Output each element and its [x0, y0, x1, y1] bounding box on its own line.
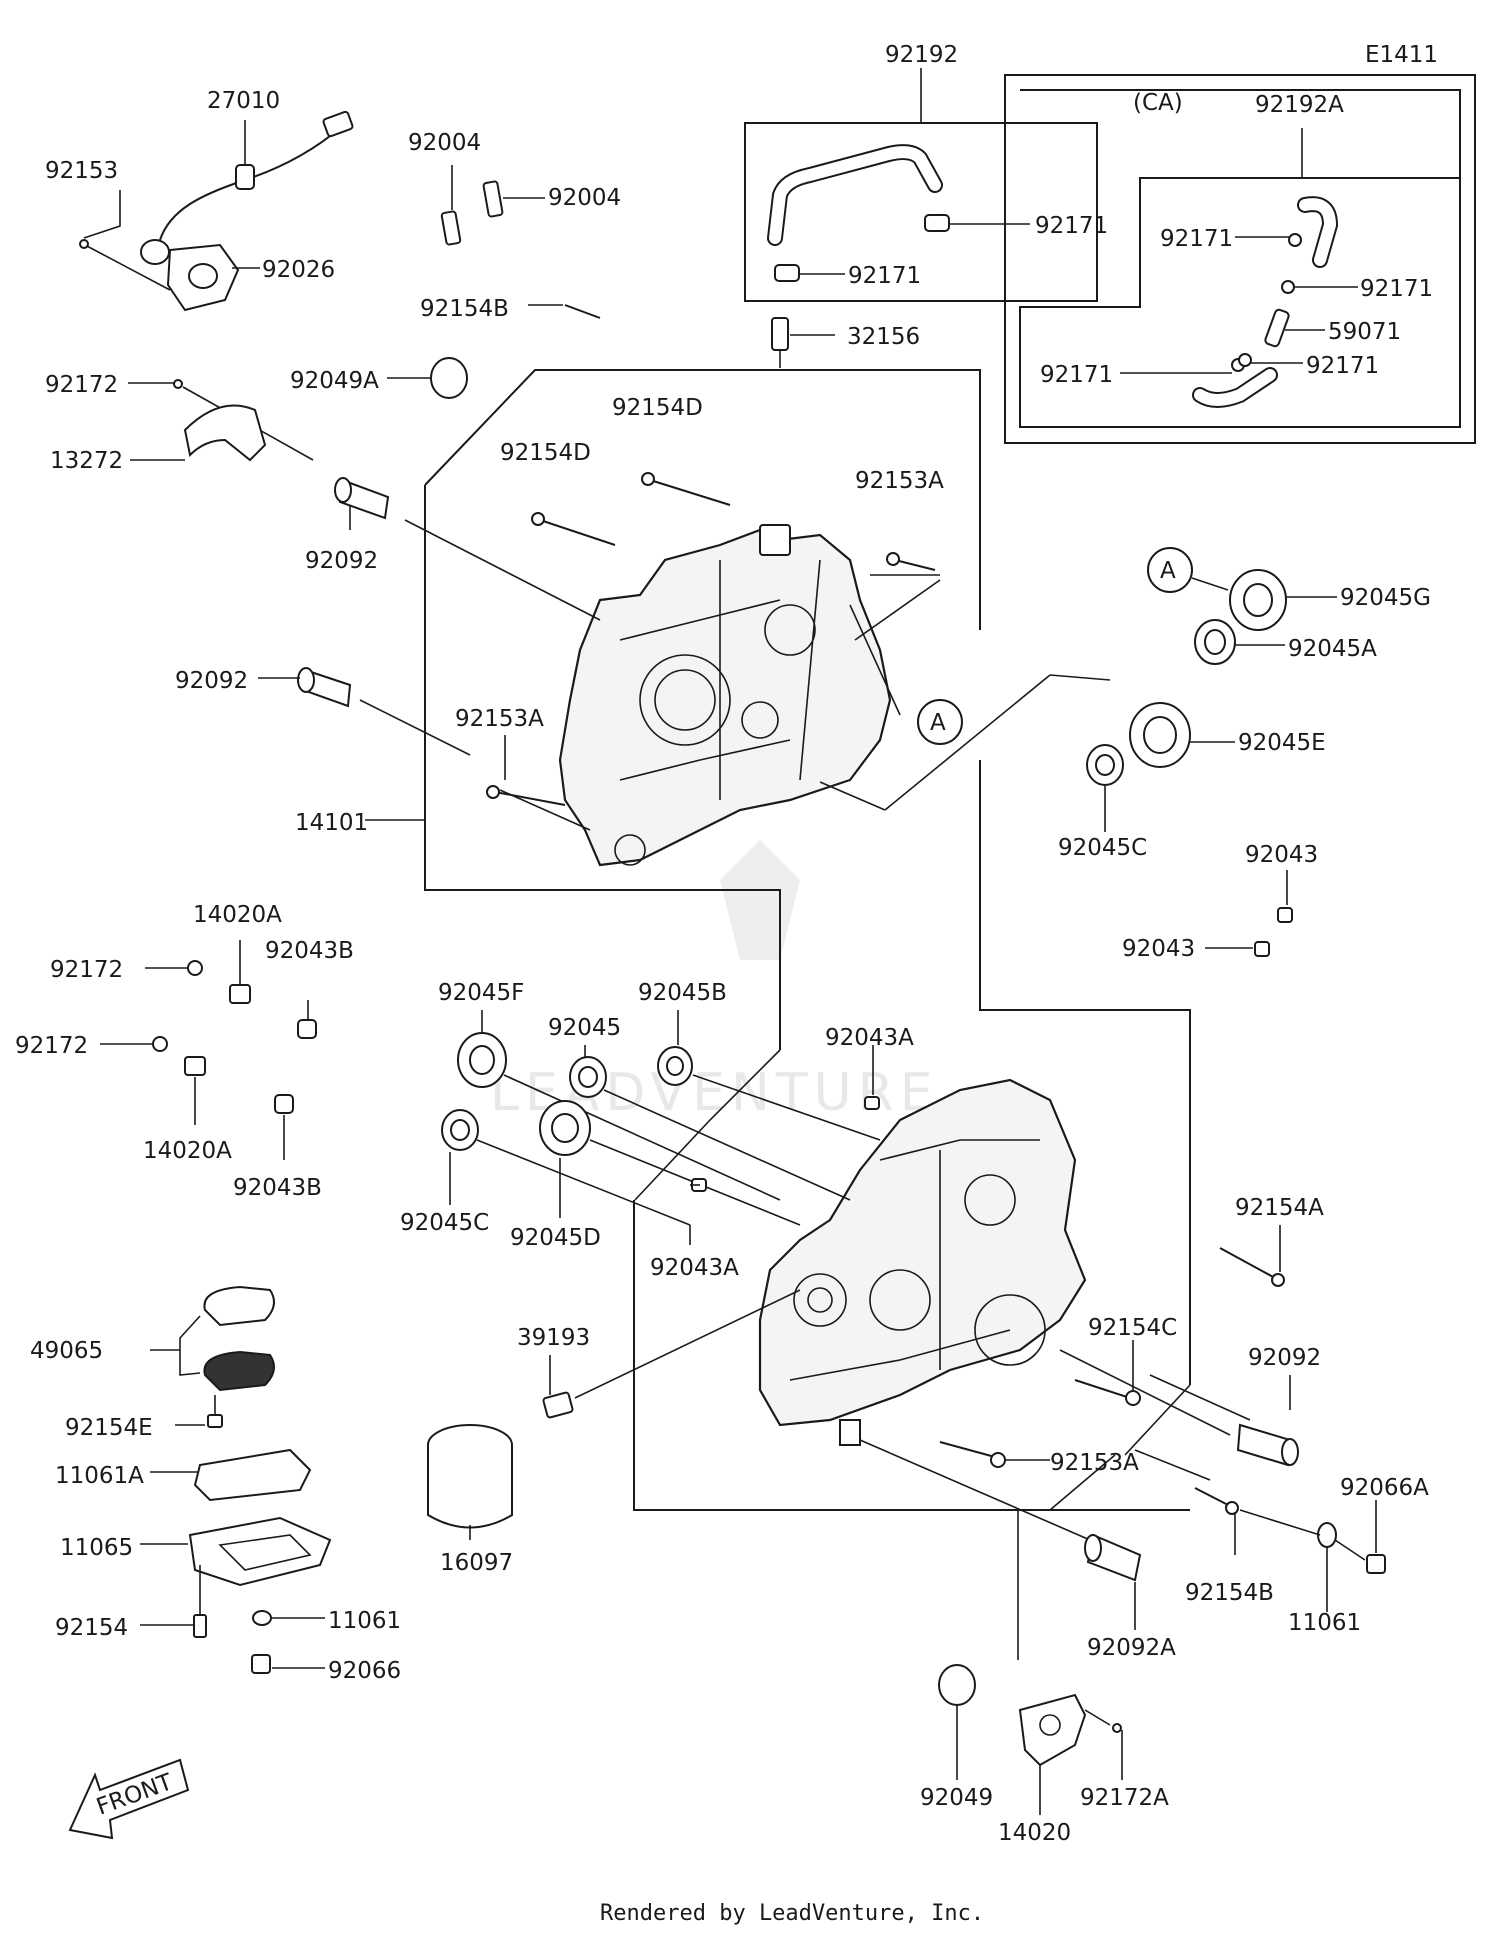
label-92043A-bot: 92043A — [650, 1255, 739, 1281]
label-92153A-bot: 92153A — [1050, 1450, 1139, 1476]
dowel-pins — [440, 165, 601, 319]
label-92171-4: 92171 — [1360, 276, 1433, 302]
label-92066A: 92066A — [1340, 1475, 1429, 1501]
breather-hose-box — [744, 68, 1098, 302]
label-14101: 14101 — [295, 810, 368, 836]
small-parts-left — [100, 940, 317, 1160]
bearings-upper-right: A A — [917, 547, 1337, 957]
ca-breather-box — [1004, 74, 1476, 444]
label-14020A-b: 14020A — [143, 1138, 232, 1164]
label-92045A: 92045A — [1288, 636, 1377, 662]
filter-parts — [427, 1289, 801, 1540]
label-92092-mid: 92092 — [175, 668, 248, 694]
label-14020: 14020 — [998, 1820, 1071, 1846]
label-92171-6: 92171 — [1306, 353, 1379, 379]
label-92154: 92154 — [55, 1615, 128, 1641]
oil-pan-group — [140, 1285, 332, 1674]
label-92092A: 92092A — [1087, 1635, 1176, 1661]
label-59071: 59071 — [1328, 319, 1401, 345]
label-13272: 13272 — [50, 448, 123, 474]
label-92154D-a: 92154D — [612, 395, 703, 421]
label-92154D-b: 92154D — [500, 440, 591, 466]
label-92004-b: 92004 — [548, 185, 621, 211]
label-92045G: 92045G — [1340, 585, 1431, 611]
front-arrow-icon: FRONT — [68, 1758, 190, 1840]
label-92026: 92026 — [262, 257, 335, 283]
label-92043-b: 92043 — [1122, 936, 1195, 962]
label-92154E: 92154E — [65, 1415, 153, 1441]
label-92092-top: 92092 — [305, 548, 378, 574]
label-92045D: 92045D — [510, 1225, 601, 1251]
label-92043B-a: 92043B — [265, 938, 354, 964]
upper-bolts — [486, 472, 936, 806]
label-92043A-top: 92043A — [825, 1025, 914, 1051]
label-27010: 27010 — [207, 88, 280, 114]
sensor-group — [79, 110, 354, 312]
label-92045E: 92045E — [1238, 730, 1326, 756]
label-92153: 92153 — [45, 158, 118, 184]
label-92171-3: 92171 — [1160, 226, 1233, 252]
label-92171-1: 92171 — [1035, 213, 1108, 239]
label-11065: 11065 — [60, 1535, 133, 1561]
footer-credit: Rendered by LeadVenture, Inc. — [600, 1901, 984, 1926]
label-92045C-top: 92045C — [1058, 835, 1147, 861]
label-11061A: 11061A — [55, 1463, 144, 1489]
crankcase-lower — [633, 1049, 1191, 1660]
label-92092-right: 92092 — [1248, 1345, 1321, 1371]
label-92045C-bot: 92045C — [400, 1210, 489, 1236]
label-92154B-top: 92154B — [420, 296, 509, 322]
label-92154C: 92154C — [1088, 1315, 1177, 1341]
callout-a-upper: A — [1160, 558, 1176, 584]
label-11061-left: 11061 — [328, 1608, 401, 1634]
label-92192A: 92192A — [1255, 92, 1344, 118]
label-92172A: 92172A — [1080, 1785, 1169, 1811]
label-92153A-top: 92153A — [855, 468, 944, 494]
label-14020A-a: 14020A — [193, 902, 282, 928]
label-11061-right: 11061 — [1288, 1610, 1361, 1636]
bearings-lower — [441, 1010, 881, 1245]
label-49065: 49065 — [30, 1338, 103, 1364]
diagram-id: E1411 — [1365, 42, 1438, 68]
label-92153A-mid: 92153A — [455, 706, 544, 732]
label-32156: 32156 — [847, 324, 920, 350]
label-92154B-bot: 92154B — [1185, 1580, 1274, 1606]
oil-pipe-mid — [258, 667, 352, 708]
label-39193: 39193 — [517, 1325, 590, 1351]
variant-note: (CA) — [1133, 90, 1183, 116]
label-92154A: 92154A — [1235, 1195, 1324, 1221]
label-92172-mid1: 92172 — [50, 957, 123, 983]
callout-a-lower: A — [930, 710, 946, 736]
label-92171-5: 92171 — [1040, 362, 1113, 388]
label-92192: 92192 — [885, 42, 958, 68]
right-lower-parts — [859, 1225, 1386, 1815]
label-92066: 92066 — [328, 1658, 401, 1684]
label-92043-a: 92043 — [1245, 842, 1318, 868]
label-92043B-b: 92043B — [233, 1175, 322, 1201]
label-92172-top: 92172 — [45, 372, 118, 398]
label-92004-a: 92004 — [408, 130, 481, 156]
label-92045: 92045 — [548, 1015, 621, 1041]
label-92049A: 92049A — [290, 368, 379, 394]
label-92172-mid2: 92172 — [15, 1033, 88, 1059]
label-92171-2: 92171 — [848, 263, 921, 289]
upper-left-parts — [128, 357, 468, 530]
label-92045F: 92045F — [438, 980, 524, 1006]
label-16097: 16097 — [440, 1550, 513, 1576]
label-92045B: 92045B — [638, 980, 727, 1006]
crankcase-upper — [359, 317, 1191, 1385]
label-92049: 92049 — [920, 1785, 993, 1811]
